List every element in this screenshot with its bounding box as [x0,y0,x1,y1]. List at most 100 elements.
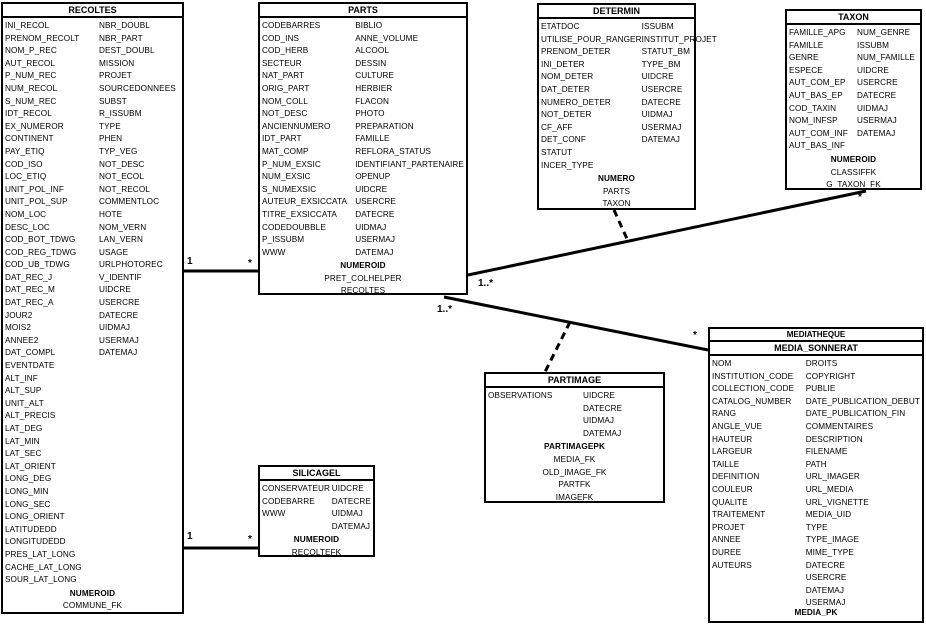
primary-key: NUMEROID [830,154,877,164]
entity-title: SILICAGEL [260,467,373,481]
attribute-field: OBSERVATIONS [488,391,553,400]
attribute-field: UNIT_POL_INF [5,184,64,194]
attribute-field: PHEN [99,134,123,144]
attribute-field: MAT_COMP [262,146,309,156]
attribute-field: NOT_DESC [99,159,145,169]
attribute-field: UNIT_ALT [5,398,44,408]
attribute-field: WWW [262,509,286,519]
attribute-field: PARTFK [558,480,591,490]
attribute-field: DET_CONF [541,135,586,145]
attribute-field: P_ISSUBM [262,235,305,245]
card-taxon-end: * [858,192,862,203]
attribute-field: LONG_DEG [5,474,52,484]
attribute-field: NAT_PART [262,71,305,81]
primary-key: NUMEROID [293,535,340,545]
attribute-field: TYPE_BM [641,59,681,69]
attribute-field: UIDCRE [99,285,131,295]
attribute-field: DUREE [712,547,742,557]
attribute-field: LAN_VERN [99,235,144,245]
attribute-field: LAT_MIN [5,436,40,446]
attribute-field: IDENTIFIANT_PARTENAIRE [355,159,464,169]
attribute-field: AUT_BAS_INF [789,141,846,151]
attribute-field: COD_HERB [262,46,309,56]
attribute-field: CF_AFF [541,122,573,132]
attribute-field: IDT_PART [262,134,302,144]
primary-key: PARTIMAGEPK [544,442,605,452]
attribute-field: CODEBARRE [262,496,315,506]
attribute-field: ALT_INF [5,373,38,383]
attribute-field: FAMILLE [789,40,824,50]
foreign-keys: COMMUNE_FK [63,600,122,613]
attribute-field: IDT_RECOL [5,109,52,119]
attribute-field: RECOLTEFK [291,547,342,557]
card-recoltes-parts-one: 1 [187,256,193,267]
attribute-field: TRAITEMENT [712,510,766,520]
attribute-field: SOURCEDONNEES [99,83,176,93]
attribute-field: COD_BOT_TDWG [5,235,76,245]
attribute-field: PRENOM_DETER [541,47,611,57]
attribute-field: USERCRE [857,78,898,88]
card-recoltes-silicagel-one: 1 [187,531,193,542]
attribute-field: OLD_IMAGE_FK [542,467,607,477]
attribute-field: NBR_DOUBL [99,21,150,30]
attribute-field: PREPARATION [355,121,414,131]
attribute-field: DATECRE [99,310,139,320]
key-section: MEDIA_PK [710,607,922,620]
attribute-field: QUALITE [712,497,748,507]
attribute-field: COULEUR [712,484,753,494]
attribute-field: DATEMAJ [331,521,371,531]
attribute-field: ETATDOC [541,22,580,31]
attribute-field: PRET_COLHELPER [324,273,402,283]
attribute-field: NOT_RECOL [99,184,150,194]
attribute-field: WWW [262,247,286,257]
attribute-field: HOTE [99,209,123,219]
attribute-field: NOM_P_REC [5,46,57,56]
attribute-field: UIDCRE [355,184,388,194]
attribute-field: INCER_TYPE [541,160,594,170]
attribute-field: COD_REG_TDWG [5,247,77,257]
attribute-field: DATEMAJ [583,428,622,438]
attribute-field: UIDMAJ [857,103,889,113]
attribute-field: ORIG_PART [262,83,310,93]
attribute-field: COMMENTLOC [99,197,160,207]
attribute-field: INI_DETER [541,59,585,69]
attribute-field: DATE_PUBLICATION_DEBUT [805,396,920,406]
attribute-field: DATEMAJ [641,135,680,145]
attribute-field: FILENAME [805,447,848,457]
attribute-field: NUM_GENRE [857,28,911,37]
attribute-field: STATUT_BM [641,47,690,57]
attribute-field: PAY_ETIQ [5,146,45,156]
attribute-field: TAXON [602,199,631,209]
attribute-field: COLLECTION_CODE [712,384,795,394]
attribute-field: DATECRE [857,90,897,100]
attribute-field: STATUT [541,147,573,157]
attribute-field: DATECRE [583,403,623,413]
link-determin-dashed [612,209,630,242]
attribute-field: NOM [712,359,732,368]
attribute-field: USERCRE [805,573,847,583]
attribute-field: ANNE_VOLUME [355,33,419,43]
attribute-field: OPENUP [355,172,391,182]
primary-key: MEDIA_PK [794,608,838,618]
attribute-field: LAT_SEC [5,449,42,459]
attribute-field: ANGLE_VUE [712,421,763,431]
attribute-field: RECOLTES [340,286,386,296]
attribute-field: LAT_ORIENT [5,461,56,471]
attribute-field: DATEMAJ [99,348,138,358]
attribute-field: ANNEE [712,535,741,545]
attribute-field: ALT_SUP [5,386,42,396]
attribute-field: DATECRE [805,560,845,570]
attribute-field: AUT_COM_EP [789,78,846,88]
attribute-column-1: OBSERVATIONS [488,390,583,440]
attribute-field: ISSUBM [641,22,674,31]
attribute-field: URL_IMAGER [805,472,860,482]
